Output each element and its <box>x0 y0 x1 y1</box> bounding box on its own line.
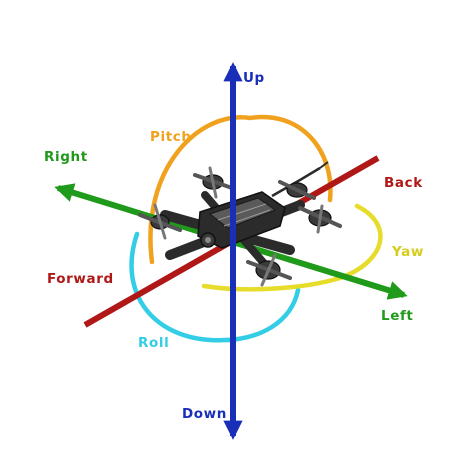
roll-label: Roll <box>138 335 169 351</box>
back-label: Back <box>384 175 423 191</box>
yaw-label: Yaw <box>391 244 424 260</box>
left-label: Left <box>381 308 414 324</box>
pitch-label: Pitch <box>150 129 192 145</box>
up-label: Up <box>243 70 265 86</box>
down-label: Down <box>182 406 227 422</box>
forward-label: Forward <box>47 271 114 287</box>
right-label: Right <box>44 149 88 165</box>
